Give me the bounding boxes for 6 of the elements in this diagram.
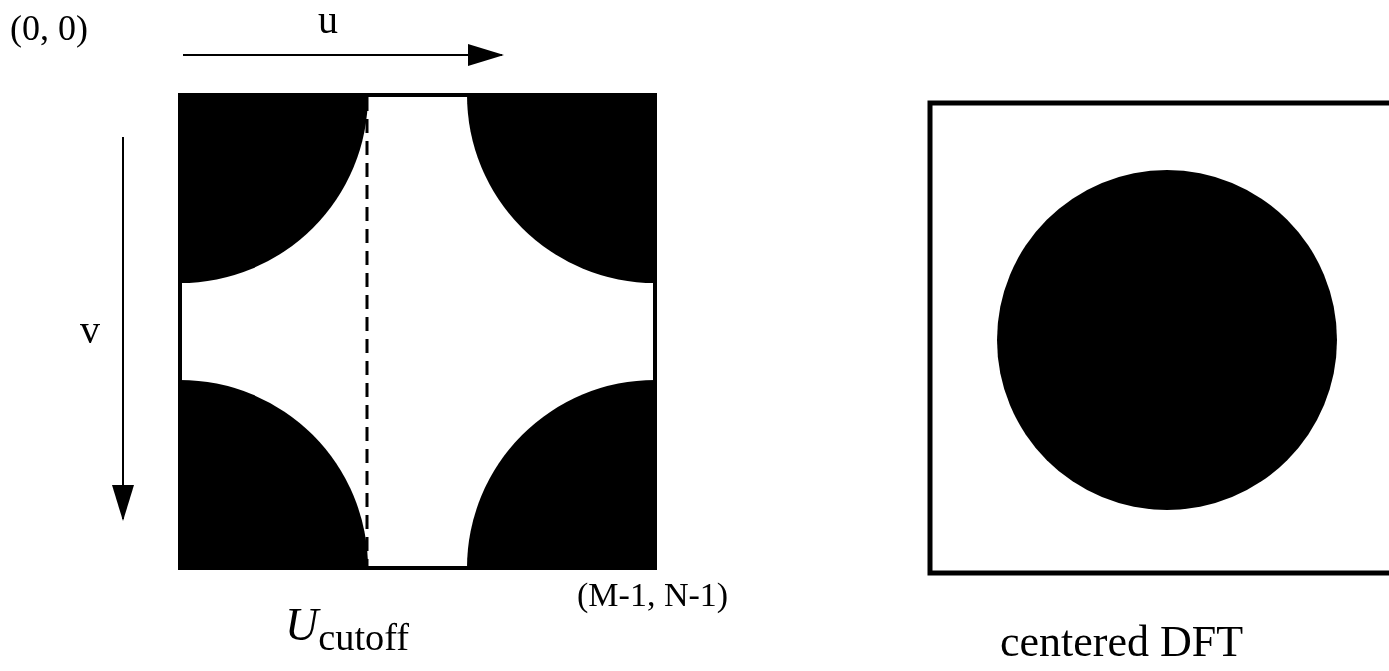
coordinate-label: (0, 0) [10, 10, 88, 46]
coordinate-label: (M-1, N-1) [577, 578, 729, 612]
axis-label: u [318, 0, 338, 40]
axis-label: v [80, 310, 100, 350]
cutoff-label: U$_{cutoff}$ [285, 602, 410, 657]
caption: centered DFT [1000, 620, 1244, 664]
